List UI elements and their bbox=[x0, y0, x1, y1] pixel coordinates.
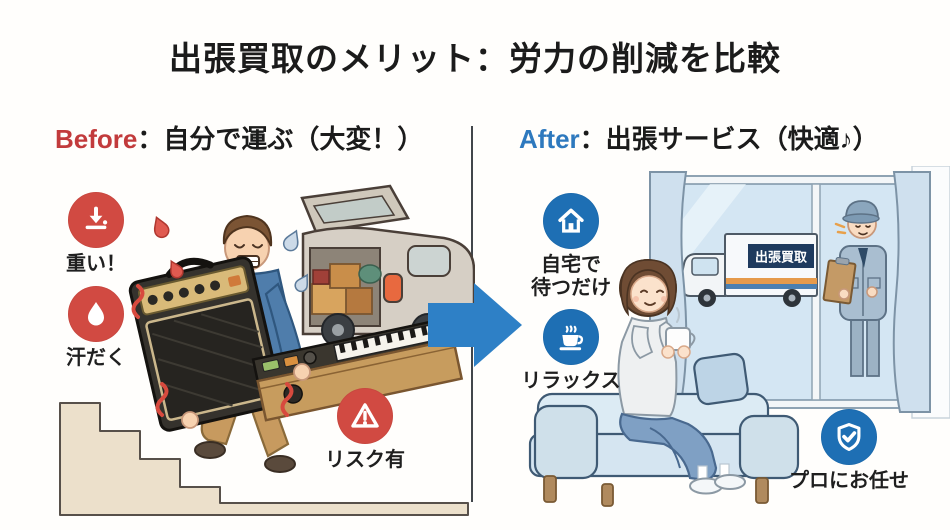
badge-sweat: 汗だく bbox=[31, 286, 161, 370]
sparkle-marks bbox=[834, 222, 847, 235]
steam bbox=[676, 307, 680, 323]
badge-sweat-label: 汗だく bbox=[66, 347, 126, 369]
badge-risk: リスク有 bbox=[300, 388, 430, 472]
after-heading: After：出張サービス（快適♪） bbox=[519, 119, 879, 156]
after-heading-rest: ：出張サービス（快適♪） bbox=[579, 124, 879, 154]
badge-relax: リラックス bbox=[506, 309, 636, 393]
strain-squiggles bbox=[131, 284, 294, 417]
cushion bbox=[693, 352, 749, 406]
badge-relax-label: リラックス bbox=[521, 370, 621, 392]
after-illustration: 出張買取 bbox=[528, 166, 950, 507]
sweat-drops-illustration bbox=[153, 215, 309, 293]
truck-illustration: 出張買取 bbox=[679, 233, 818, 307]
right-hand bbox=[293, 363, 311, 381]
badge-heavy: 重い！ bbox=[31, 192, 161, 276]
badge-pro: プロにお任せ bbox=[784, 409, 914, 493]
sweat-drop-icon bbox=[68, 286, 124, 342]
left-hand bbox=[181, 411, 199, 429]
badge-home-label: 自宅で 待つだけ bbox=[531, 254, 611, 300]
before-heading: Before：自分で運ぶ（大変！） bbox=[55, 119, 423, 156]
woman-illustration bbox=[617, 259, 746, 495]
after-label: After bbox=[519, 124, 580, 154]
badge-risk-label: リスク有 bbox=[325, 449, 405, 471]
home-icon bbox=[543, 193, 599, 249]
before-label: Before bbox=[55, 124, 138, 154]
badge-home-label-line2: 待つだけ bbox=[531, 277, 611, 299]
badge-home: 自宅で 待つだけ bbox=[506, 193, 636, 300]
shield-check-icon bbox=[821, 409, 877, 465]
transition-arrow-icon bbox=[428, 283, 522, 367]
slipper bbox=[714, 474, 746, 490]
badge-pro-label: プロにお任せ bbox=[789, 470, 909, 492]
stairs bbox=[59, 402, 469, 516]
badge-heavy-label: 重い！ bbox=[66, 253, 126, 275]
truck-sign-text: 出張買取 bbox=[755, 250, 808, 265]
heavy-weight-down-icon bbox=[68, 192, 124, 248]
worker-illustration bbox=[822, 200, 887, 377]
page-title: 出張買取のメリット：労力の削減を比較 bbox=[169, 40, 781, 77]
before-heading-rest: ：自分で運ぶ（大変！） bbox=[137, 124, 424, 154]
before-illustration bbox=[59, 184, 475, 516]
badge-home-label-line1: 自宅で bbox=[541, 254, 601, 276]
amplifier-illustration bbox=[128, 256, 284, 432]
coffee-relax-icon bbox=[543, 309, 599, 365]
risk-warning-icon bbox=[337, 388, 393, 444]
